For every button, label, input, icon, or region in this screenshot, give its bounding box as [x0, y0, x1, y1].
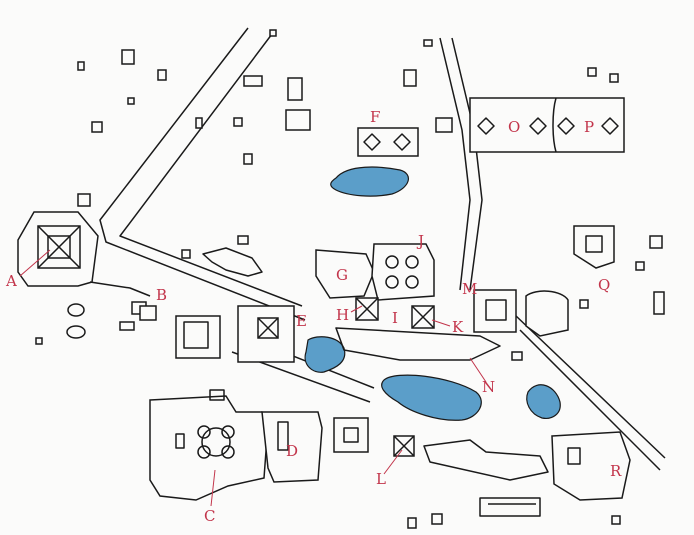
label-q: Q: [598, 276, 610, 294]
map-labels: A B C D E F G H I J K L M N O P Q R: [5, 108, 622, 525]
label-a: A: [5, 272, 17, 290]
central-pond: [381, 374, 482, 421]
leader-k: [431, 319, 451, 327]
diagonal-avenue: [99, 27, 306, 321]
label-h: H: [336, 306, 349, 324]
leader-h: [350, 305, 363, 313]
leader-c: [210, 469, 216, 507]
label-c: C: [204, 507, 215, 525]
leader-a: [19, 249, 51, 277]
leader-lines: [19, 249, 487, 507]
label-k: K: [452, 318, 464, 336]
label-r: R: [610, 462, 622, 480]
leader-n: [469, 357, 487, 383]
north-pond: [330, 166, 409, 197]
water-bodies: [304, 166, 561, 421]
label-j: J: [416, 232, 424, 250]
label-d: D: [286, 442, 298, 460]
complex-c: [149, 389, 269, 501]
label-l: L: [376, 470, 386, 488]
pyramid-a: [17, 211, 99, 287]
west-pond: [304, 336, 346, 373]
label-i: I: [392, 309, 398, 327]
label-g: G: [336, 266, 348, 284]
label-o: O: [508, 118, 520, 136]
plaza-op: [469, 97, 625, 153]
east-road: [514, 314, 666, 471]
label-p: P: [584, 118, 594, 136]
label-m: M: [462, 280, 477, 298]
north-south-avenue: [439, 37, 483, 291]
label-n: N: [482, 378, 495, 396]
leader-l: [383, 449, 403, 475]
buildings: [17, 29, 665, 529]
label-e: E: [296, 312, 307, 330]
label-f: F: [370, 108, 380, 126]
east-pond: [526, 384, 561, 419]
label-b: B: [156, 286, 167, 304]
